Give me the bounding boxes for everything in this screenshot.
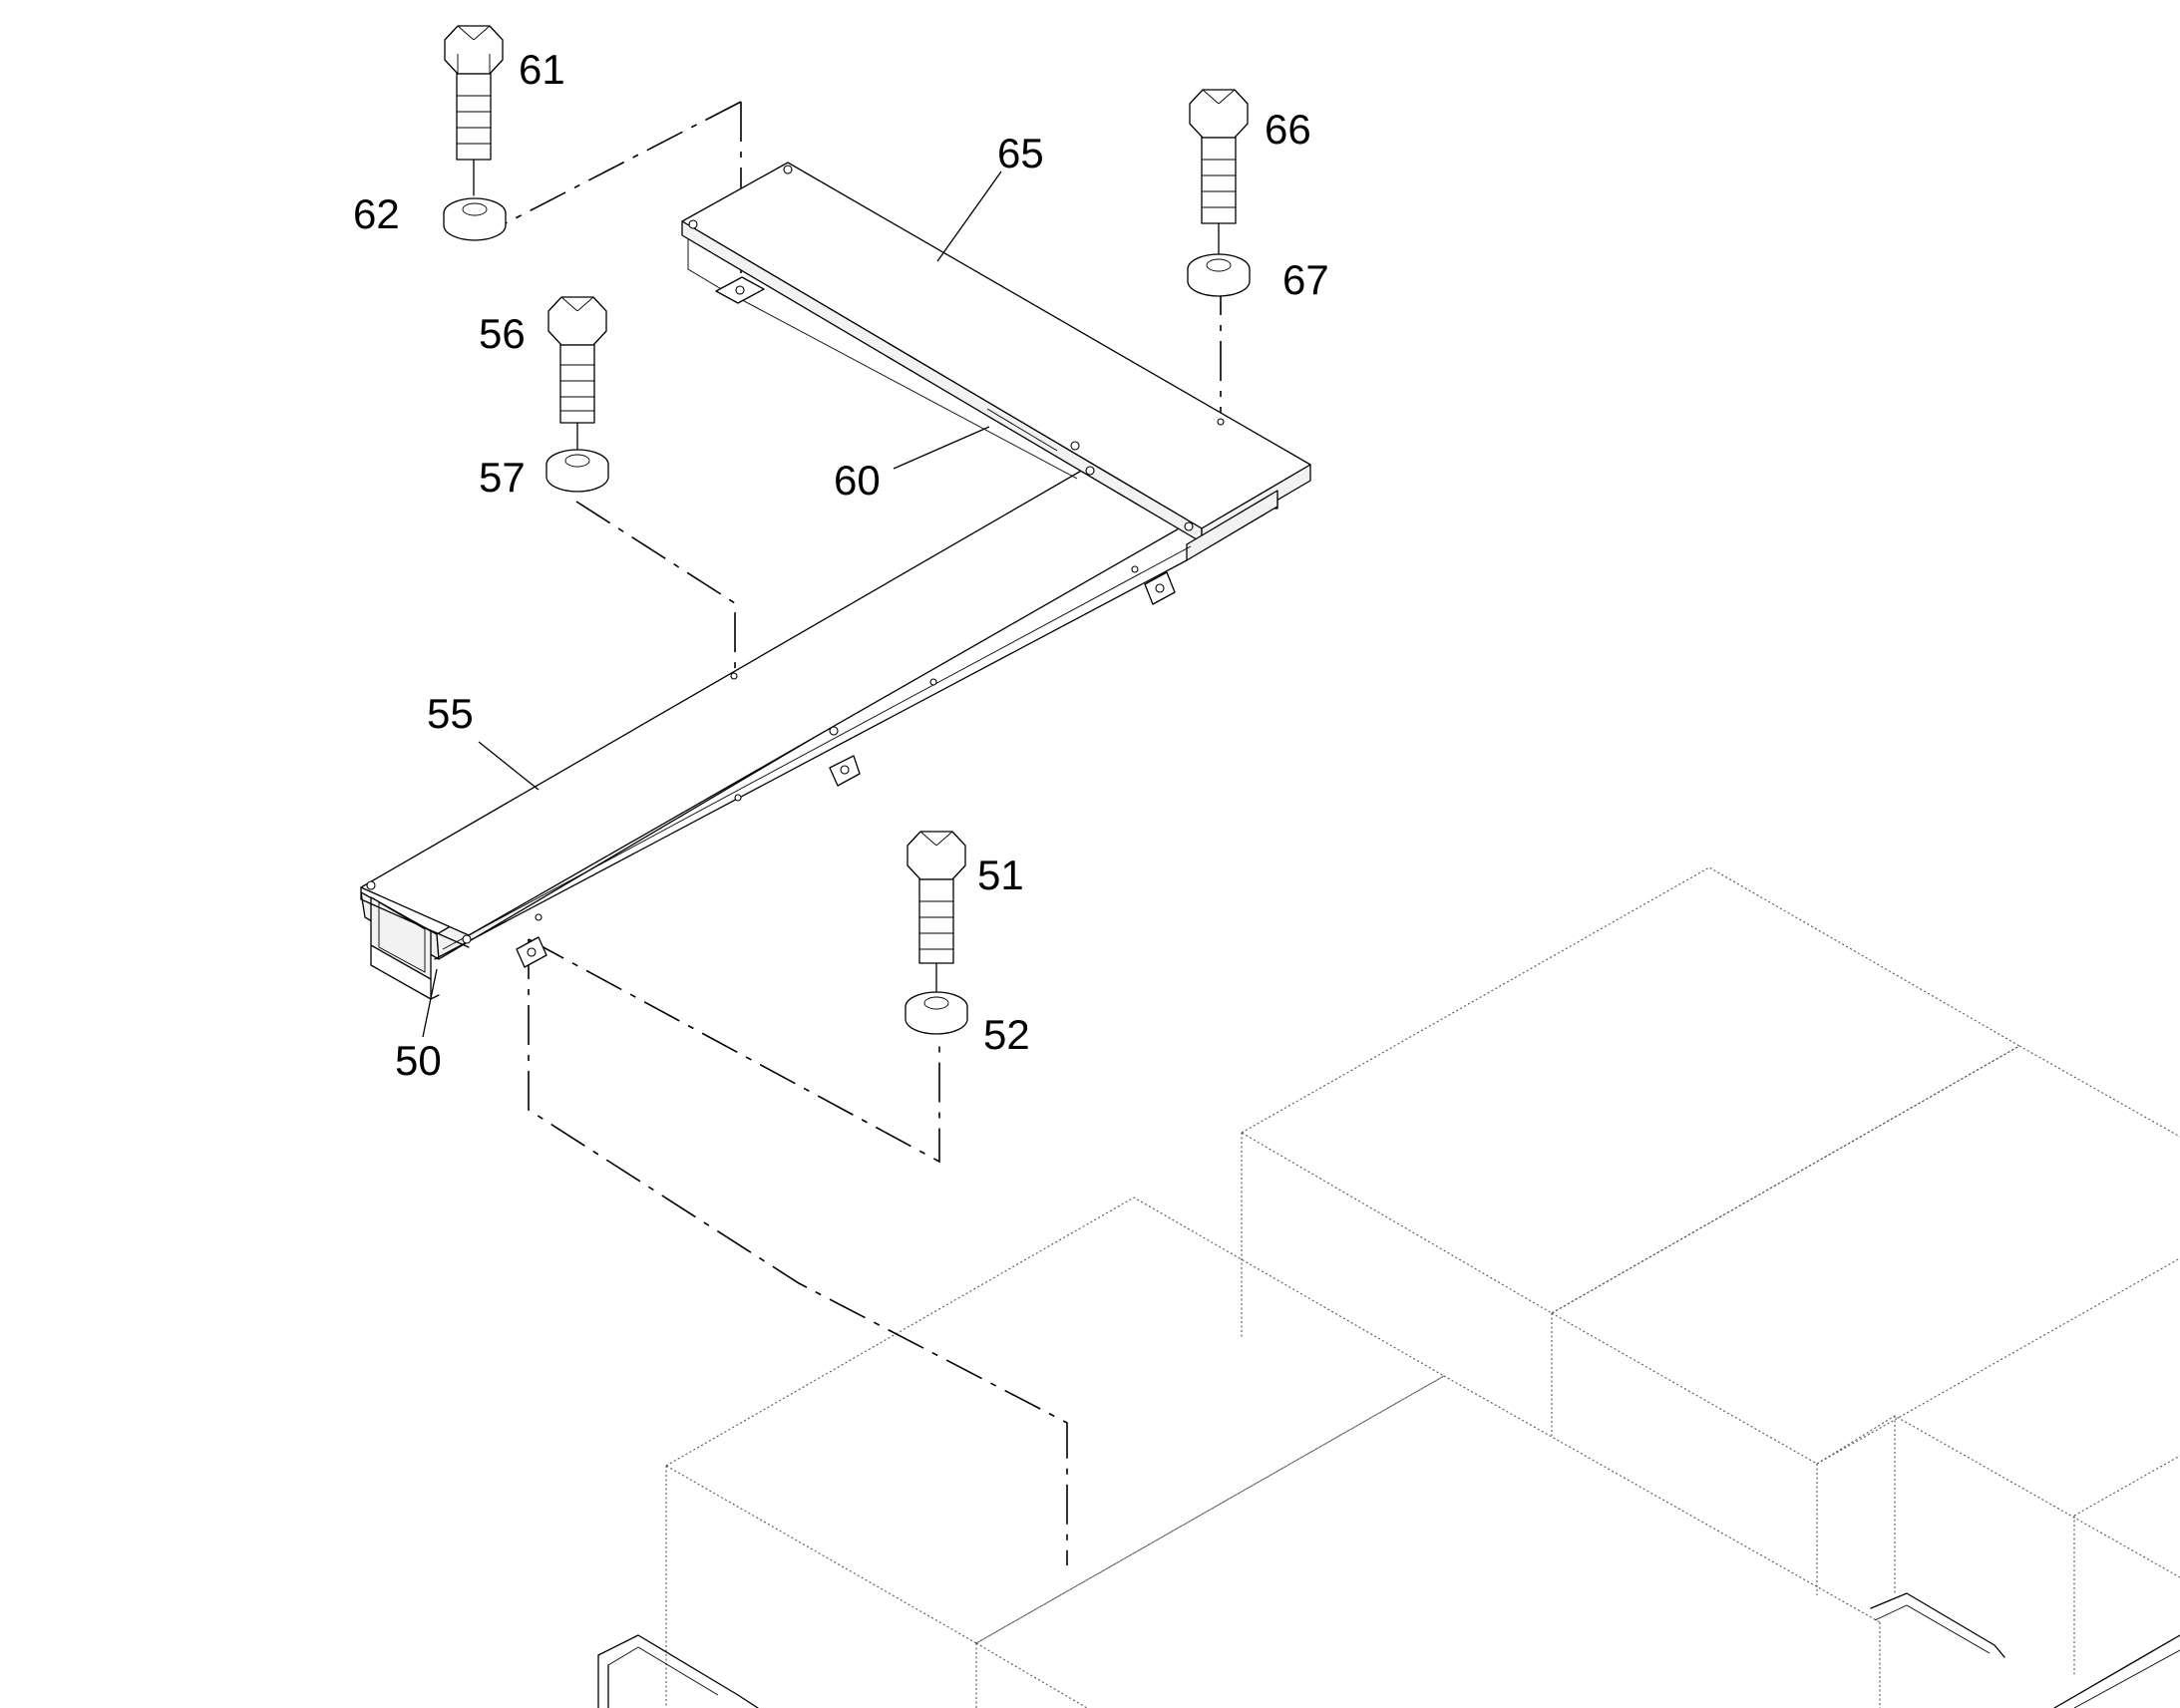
callout-55: 55 [427,690,474,737]
callout-62: 62 [353,190,400,237]
washer-52 [905,991,968,1035]
callout-labels: 61 62 65 66 67 56 57 60 55 51 52 50 [353,46,1329,1084]
callout-65: 65 [997,130,1044,176]
bolt-66 [1189,89,1249,254]
leader-lines [422,171,1002,1038]
washer-57 [545,449,609,493]
bolt-56 [547,296,607,452]
callout-57: 57 [479,454,526,501]
bolt-51 [907,831,966,994]
callout-61: 61 [519,46,565,93]
phantom-cabinets [597,866,2180,1708]
assembly-centerlines [474,101,1222,1565]
channel-assembly [360,162,1311,1000]
callout-60: 60 [834,457,881,504]
bolt-61 [444,25,504,196]
washer-67 [1187,253,1251,297]
callout-51: 51 [977,852,1024,898]
callout-56: 56 [479,310,526,357]
callout-52: 52 [983,1011,1030,1058]
callout-50: 50 [395,1037,442,1084]
washer-62 [443,197,507,241]
callout-67: 67 [1282,256,1329,303]
callout-66: 66 [1265,106,1311,153]
